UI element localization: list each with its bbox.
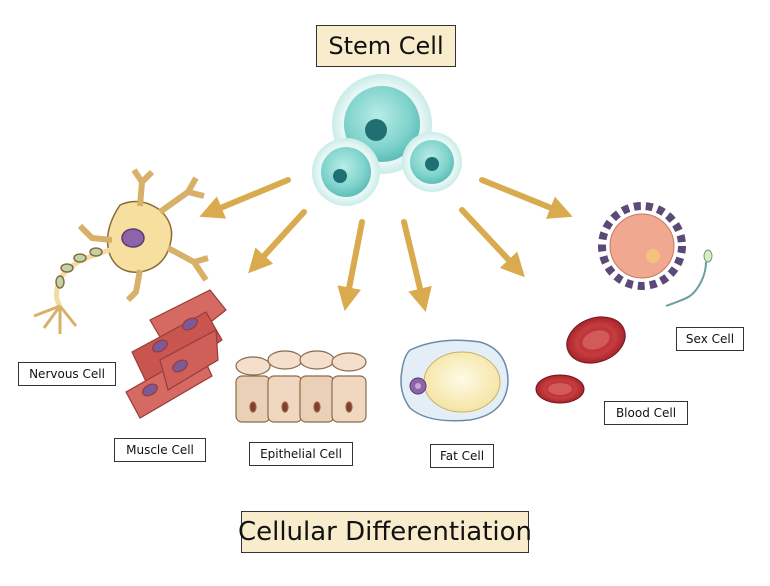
- blood-cell-illustration: [535, 316, 626, 404]
- muscle-cell-illustration: [125, 289, 227, 419]
- arrow-to-nervous: [199, 177, 291, 219]
- nervous-cell-label: Nervous Cell: [18, 362, 116, 386]
- arrow-to-epithelial: [337, 219, 365, 312]
- arrow-to-sex: [479, 177, 573, 219]
- epithelial-cell-label: Epithelial Cell: [249, 442, 353, 466]
- fat-cell-label: Fat Cell: [430, 444, 494, 468]
- arrow-to-blood: [459, 207, 525, 278]
- stem-cell-illustration: [312, 74, 462, 206]
- arrow-to-muscle: [248, 209, 307, 274]
- fat-cell-illustration: [400, 339, 509, 422]
- epithelial-cell-illustration: [235, 350, 367, 423]
- cellular-differentiation-title: Cellular Differentiation: [238, 511, 532, 553]
- muscle-cell-label: Muscle Cell: [114, 438, 206, 462]
- nervous-cell-illustration: [33, 168, 209, 334]
- sex-cell-label: Sex Cell: [676, 327, 744, 351]
- blood-cell-label: Blood Cell: [604, 401, 688, 425]
- arrow-to-fat: [401, 219, 432, 312]
- stem-cell-title: Stem Cell: [316, 25, 456, 67]
- differentiation-arrows: [199, 177, 573, 312]
- sex-cell-illustration: [598, 202, 713, 307]
